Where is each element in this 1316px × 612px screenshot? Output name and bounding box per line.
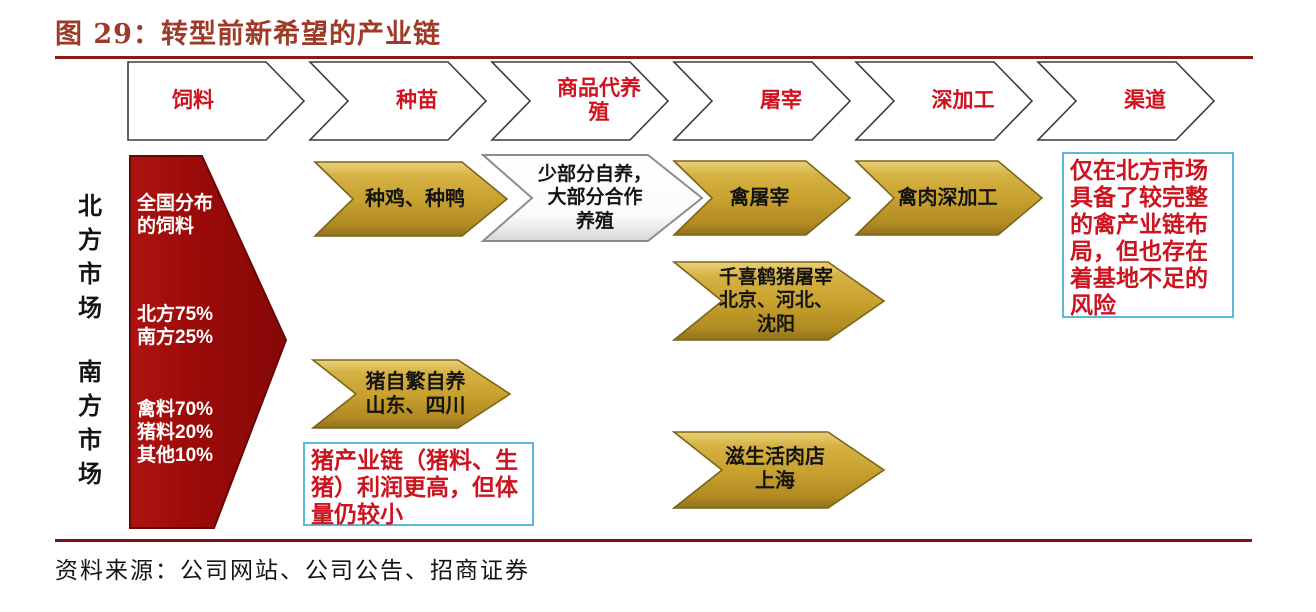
- step-label-seedling: 种苗: [396, 89, 438, 113]
- contract-farming-arrow-label: 少部分自养， 大部分合作 养殖: [537, 164, 652, 232]
- step-chevron-contract-breeding: [490, 61, 670, 141]
- step-label-processing: 深加工: [931, 89, 995, 113]
- breeding-arrow-label: 种鸡、种鸭: [365, 187, 465, 210]
- step-chevron-seedling: [308, 61, 488, 141]
- pig-chain-note: 猪产业链（猪料、生猪）利润更高，但体量仍较小: [303, 442, 534, 527]
- pig-farming-arrow-label: 猪自繁自养 山东、四川: [365, 370, 466, 417]
- step-chevron-channel: [1036, 61, 1216, 141]
- step-label-contract-breeding: 商品代养殖: [557, 77, 641, 124]
- feed-pentagon-shape: [129, 155, 288, 529]
- feed-regional-split-label: 北方75% 南方25%: [137, 304, 214, 349]
- step-chevron-processing: [854, 61, 1034, 141]
- north-market-label: 北方市场: [78, 193, 102, 322]
- source-line: 资料来源：公司网站、公司公告、招商证券: [55, 558, 530, 584]
- step-label-channel: 渠道: [1124, 89, 1166, 113]
- feed-national-label: 全国分布的饲料: [137, 193, 214, 238]
- south-market-label: 南方市场: [78, 359, 102, 488]
- feed-product-split-label: 禽料70% 猪料20% 其他10%: [137, 399, 214, 467]
- step-chevron-slaughter: [672, 61, 852, 141]
- meat-shop-arrow-label: 滋生活肉店 上海: [725, 445, 825, 492]
- qianxihe-arrow-shape: [671, 261, 886, 341]
- poultry-slaughter-arrow-label: 禽屠宰: [729, 186, 790, 209]
- footer-rule: [55, 539, 1252, 542]
- north-market-note: 仅在北方市场具备了较完整的禽产业链布局，但也存在着基地不足的风险: [1062, 152, 1234, 318]
- figure-title: 图 29：转型前新希望的产业链: [55, 19, 441, 50]
- step-chevron-feed: [127, 61, 306, 141]
- poultry-processing-arrow-shape: [854, 160, 1044, 236]
- step-label-slaughter: 屠宰: [760, 89, 802, 113]
- pig-farming-arrow-shape: [310, 359, 512, 429]
- poultry-slaughter-arrow-shape: [672, 160, 852, 236]
- poultry-processing-arrow-label: 禽肉深加工: [897, 186, 998, 209]
- qianxihe-arrow-label: 千喜鹤猪屠宰 北京、河北、 沈阳: [718, 267, 833, 335]
- title-underline: [55, 56, 1253, 59]
- contract-farming-arrow-shape: [480, 154, 704, 242]
- breeding-arrow-shape: [313, 161, 509, 237]
- step-label-feed: 饲料: [172, 89, 214, 113]
- meat-shop-arrow-shape: [671, 431, 886, 509]
